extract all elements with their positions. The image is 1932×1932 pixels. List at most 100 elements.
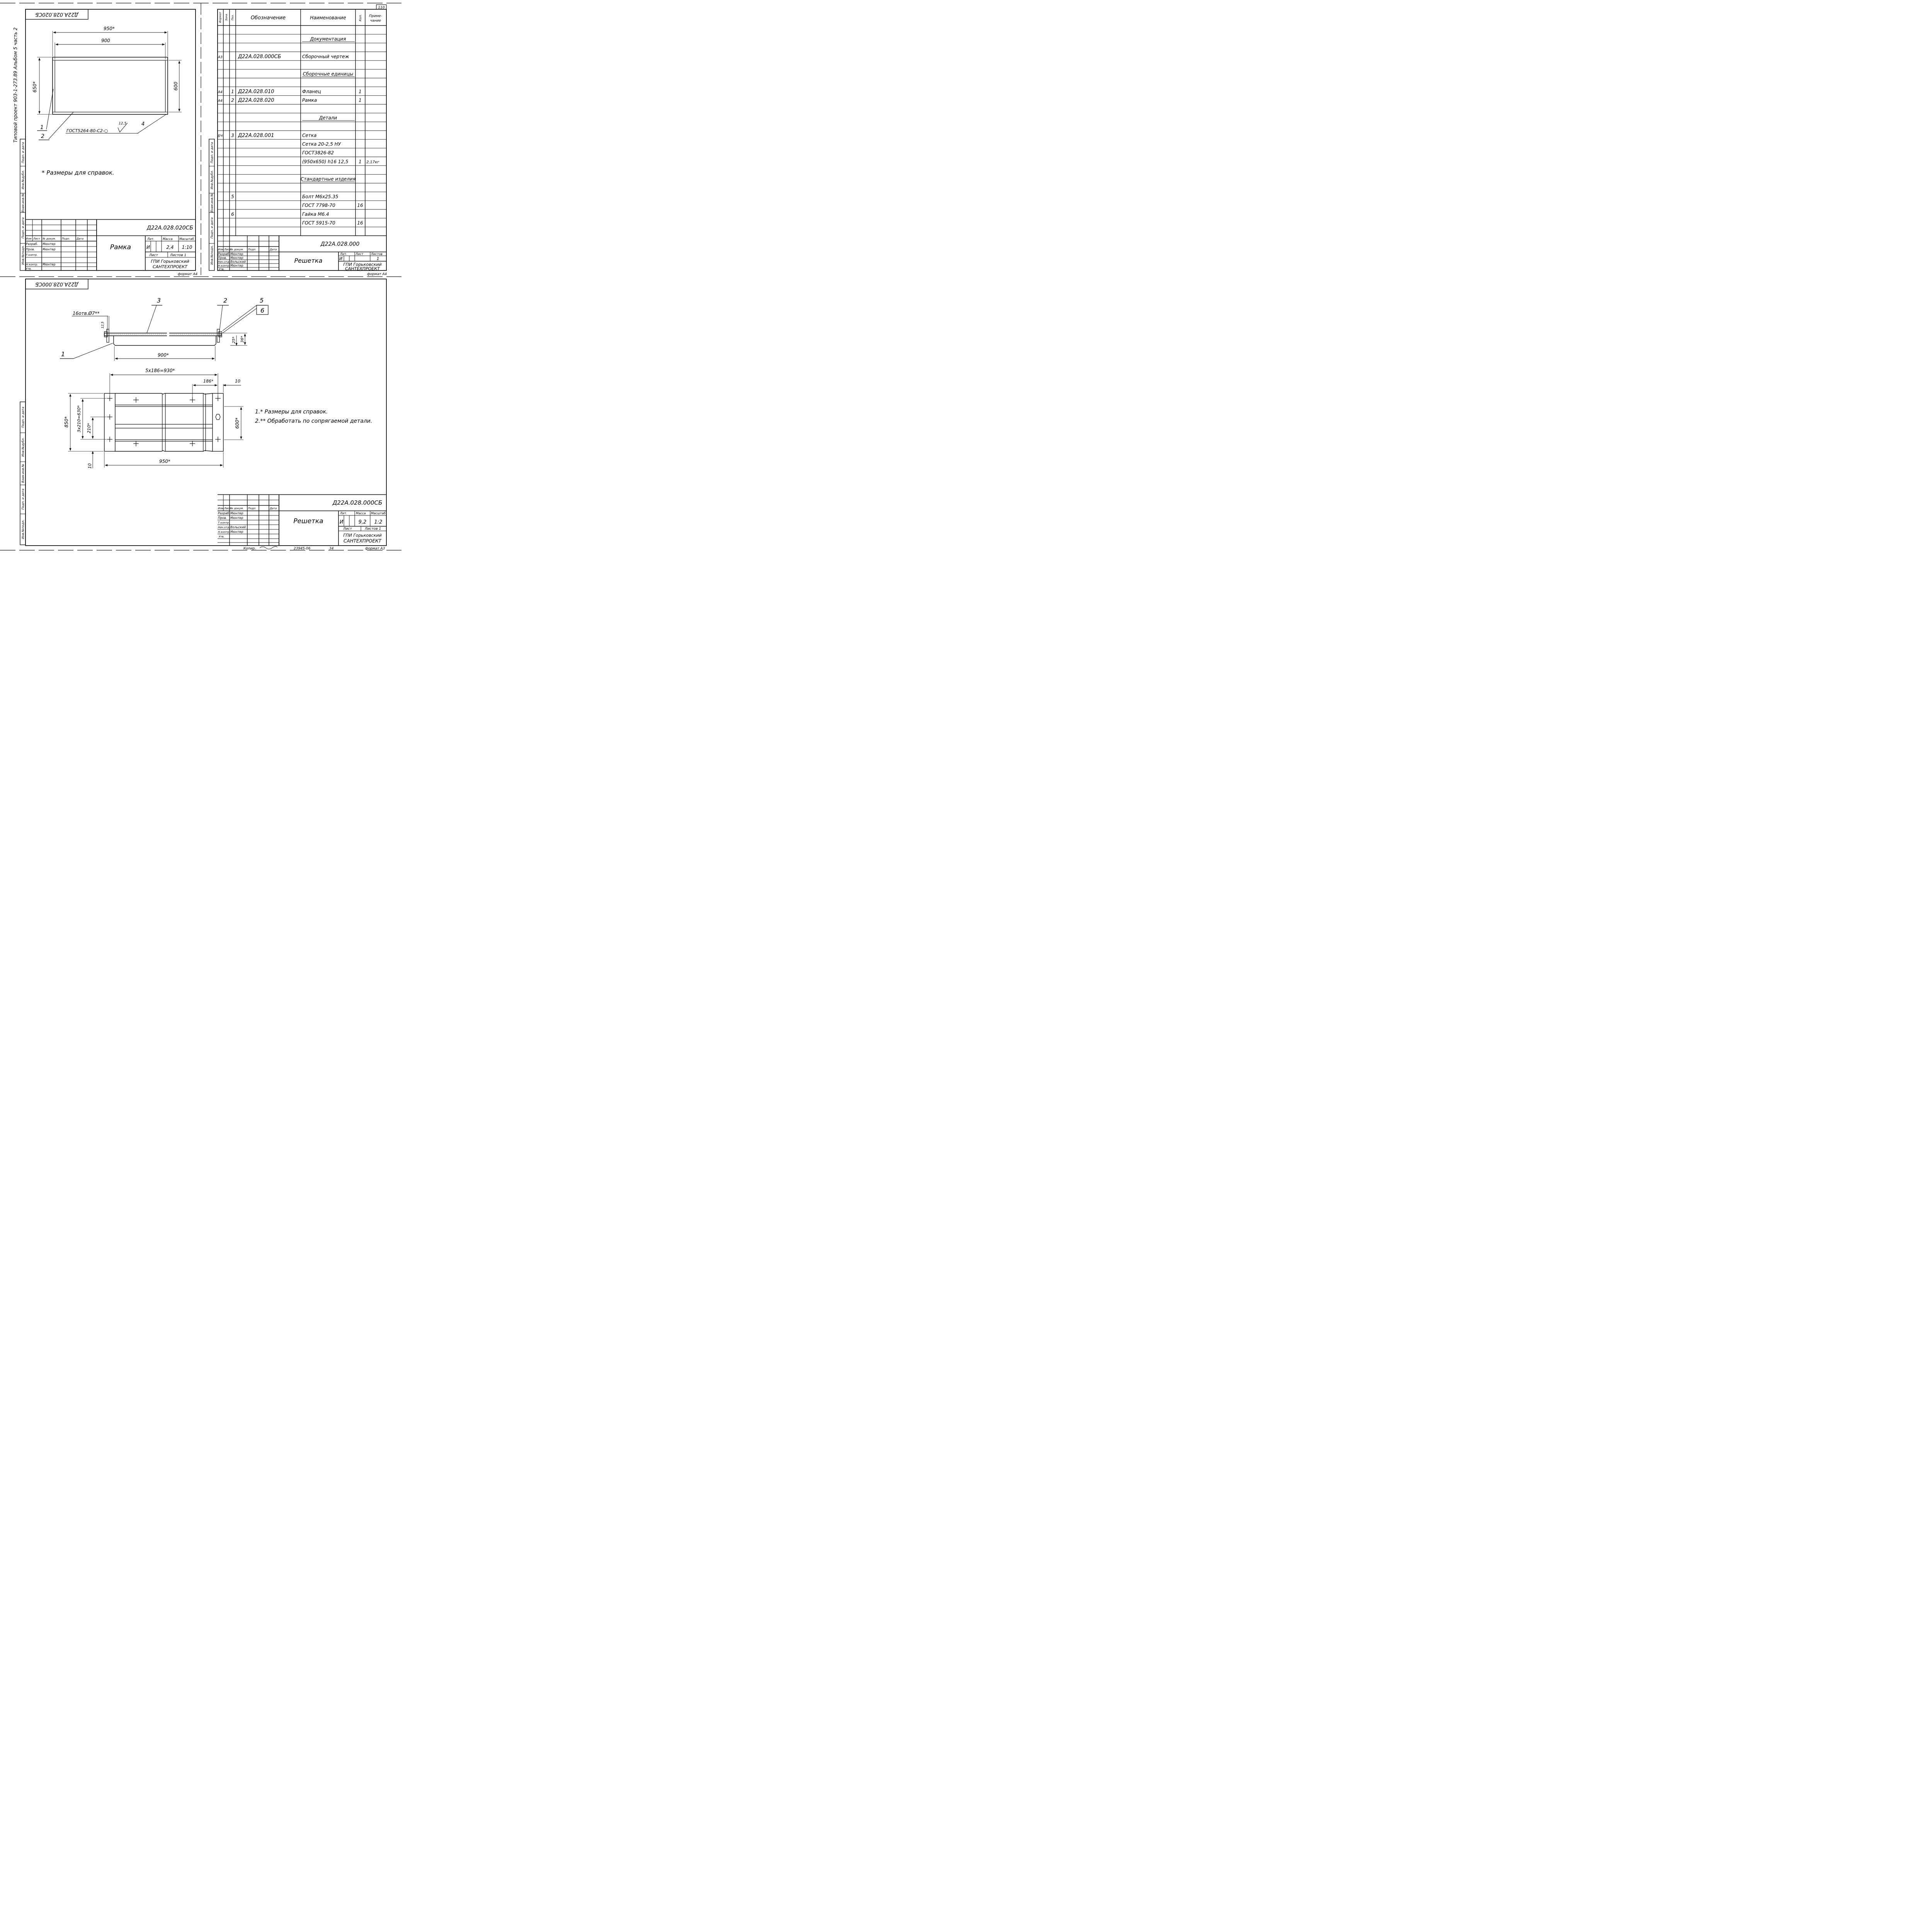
spec-row-nkontr: Н.контр. xyxy=(218,264,230,267)
s3-massa-label: Масса xyxy=(356,512,366,515)
row-razrab: Разраб. xyxy=(26,242,38,246)
listov-label: Листов 1 xyxy=(170,253,186,257)
spec-lit-value: И xyxy=(339,256,342,261)
archive-number: 23945-06 xyxy=(294,547,311,551)
dim-900-asm: 900* xyxy=(158,352,169,358)
s3-lit-label: Лит. xyxy=(340,512,347,515)
note-1: 1.* Размеры для справок. xyxy=(255,409,328,415)
s3-masshtab-label: Масштаб xyxy=(371,512,386,515)
s3-col-list: Лист xyxy=(224,507,231,510)
format-label: формат А4 xyxy=(178,272,197,276)
sheet3-frame xyxy=(25,279,387,546)
hole-roughness: 12,5 xyxy=(101,321,104,328)
spec-cell-fmt: А3 xyxy=(218,55,223,59)
spec-listov-label: Листов xyxy=(371,252,383,256)
callout-5: 5 xyxy=(260,297,264,304)
s3-row-nkontr: Н.контр. xyxy=(218,531,230,534)
spec-title: Решетка xyxy=(294,257,323,264)
drawing-sheet: 110 Д22А.028.020СБ Типовой проект 903-1-… xyxy=(0,3,401,551)
spec-cell-kol: 1 xyxy=(359,98,362,103)
callout-6: 6 xyxy=(260,307,264,314)
ramka-outline xyxy=(52,57,168,115)
side-label: Подп. и дата xyxy=(210,218,214,239)
col-date: Дата xyxy=(76,237,83,240)
massa-label: Масса xyxy=(163,237,173,241)
spec-nach-name: Вольский xyxy=(230,260,246,264)
dim-950: 950* xyxy=(104,26,115,31)
spec-nkontr-name: Мюнтер xyxy=(230,264,243,267)
spec-cell-naim: (950x650) h16 12,5 xyxy=(302,159,349,164)
spec-cell-pos: 3 xyxy=(231,133,234,138)
spec-cell-naim: Сборочный чертеж xyxy=(302,54,349,59)
callout-4: 4 xyxy=(141,121,145,127)
plan-view xyxy=(104,393,224,452)
spec-lit-label: Лит. xyxy=(340,252,347,256)
s3-org-1: ГПИ Горьковский xyxy=(343,533,381,538)
s3-mass-value: 9,2 xyxy=(359,519,367,525)
side-label: Инв.№дубл. xyxy=(21,170,25,189)
side-label: Инв.№подл. xyxy=(21,520,25,539)
spec-cell-fmt: БЧ xyxy=(218,134,223,138)
spec-cell-kol: 16 xyxy=(357,203,363,208)
scale-value: 1:10 xyxy=(182,245,192,250)
dim-650: 650* xyxy=(32,82,37,93)
s3-row-utv: Утв. xyxy=(219,535,224,538)
dim-600-asm: 600* xyxy=(235,418,240,429)
section-mesh xyxy=(104,333,221,336)
org-1: ГПИ Горьковский xyxy=(151,259,189,264)
masshtab-label: Масштаб xyxy=(179,237,194,241)
spec-cell-naim: Документация xyxy=(310,36,346,42)
spec-row-prov: Пров. xyxy=(218,256,227,260)
spec-col-doc: № докум. xyxy=(230,248,244,251)
nkontr-name: Мюнтер xyxy=(43,263,56,266)
spec-h-zone: Зона xyxy=(225,14,228,21)
spec-format-label: формат А4 xyxy=(367,272,387,276)
s3-prov-name: Мюнтер xyxy=(230,516,243,520)
spec-cell-oboz: Д22А.028.000СБ xyxy=(238,54,281,60)
s3-col-doc: № докум. xyxy=(230,507,244,510)
spec-prov-name: Мюнтер xyxy=(230,256,243,260)
sheet1-title: Рамка xyxy=(110,243,131,251)
spec-h-prim-1: Приме- xyxy=(369,14,382,18)
spec-cell-pos: 5 xyxy=(231,194,234,199)
spec-cell-kol: 16 xyxy=(357,220,363,226)
spec-cell-naim: Стандартные изделия xyxy=(301,177,355,182)
spec-cell-naim: ГОСТ 5915-70 xyxy=(302,220,335,226)
kopir-label: Копир. xyxy=(243,547,256,551)
spec-cell-oboz: Д22А.028.001 xyxy=(238,133,274,138)
mass-value: 2,4 xyxy=(166,245,173,250)
sheet1-frame xyxy=(25,9,196,271)
row-utv: Утв. xyxy=(26,267,32,270)
col-doc: № докум. xyxy=(42,237,56,240)
spec-h-prim-2: чание xyxy=(370,19,381,23)
dim-210: 210* xyxy=(87,423,92,433)
spec-col-date: Дата xyxy=(269,248,277,251)
s3-col-izm: Изм xyxy=(218,507,224,510)
s3-format-label: формат А3 xyxy=(365,547,385,551)
spec-cell-pos: 2 xyxy=(231,98,234,103)
weld-symbol: ГОСТ5264-80-С2-○ xyxy=(66,128,108,133)
spec-org-1: ГПИ Горьковский xyxy=(343,262,381,267)
spec-razrab-name: Мюнтер xyxy=(230,252,243,256)
spec-cell-pos: 1 xyxy=(231,89,234,94)
dim-186: 186* xyxy=(203,379,214,384)
album-note: Типовой проект 903-1-273.89 Альбом 5 час… xyxy=(13,27,18,143)
callout-2: 2 xyxy=(41,133,44,139)
side-label: Подп. и дата xyxy=(210,142,214,163)
sheet1-code: Д22А.028.020СБ xyxy=(146,225,193,231)
s3-scale-value: 1:2 xyxy=(374,519,383,525)
spec-cell-oboz: Д22А.028.010 xyxy=(238,89,274,95)
holes-note: 16отв.Ø7** xyxy=(73,311,100,316)
dim-25: 25* xyxy=(232,337,236,344)
dim-600: 600 xyxy=(173,82,179,90)
spec-cell-fmt: А4 xyxy=(218,99,223,103)
spec-cell-kol: 1 xyxy=(359,159,362,164)
side-label: Инв.№дубл. xyxy=(21,437,25,457)
s3-lit-value: И xyxy=(340,519,344,525)
spec-cell-naim: Сборочные единицы xyxy=(303,71,353,77)
spec-cell-naim: Детали xyxy=(319,115,337,121)
row-nkontr: Н.контр. xyxy=(26,263,38,266)
sheet1-note: * Размеры для справок. xyxy=(42,169,114,176)
sheet-ramka: Д22А.028.020СБ Типовой проект 903-1-273.… xyxy=(13,9,197,276)
razrab-name: Мюнтер xyxy=(43,242,56,246)
